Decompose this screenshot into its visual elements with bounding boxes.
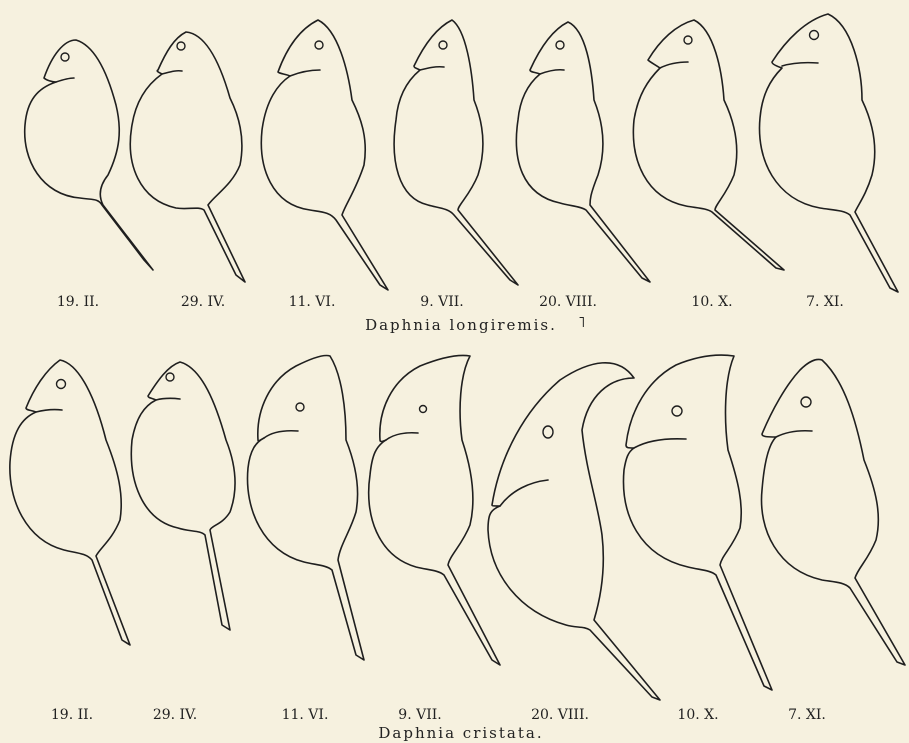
- species-label: Daphnia longiremis.: [365, 316, 557, 334]
- stray-mark: ˥: [578, 313, 587, 331]
- specimen-outline: [762, 359, 906, 665]
- date-label: 19. II.: [51, 707, 93, 723]
- date-label: 7. XI.: [806, 294, 844, 310]
- row-longiremis: 19. II. 29. IV. 11. VI. 9. VII. 20. VIII…: [25, 14, 898, 334]
- specimen-outline: [369, 355, 500, 665]
- date-label: 19. II.: [57, 294, 99, 310]
- row-cristata: 19. II. 29. IV. 11. VI. 9. VII. 20. VIII…: [10, 355, 905, 742]
- date-label: 20. VIII.: [531, 707, 589, 723]
- date-label: 7. XI.: [788, 707, 826, 723]
- date-label: 9. VII.: [420, 294, 463, 310]
- specimen-outline: [25, 40, 153, 270]
- date-label: 11. VI.: [282, 707, 329, 723]
- date-label: 9. VII.: [398, 707, 441, 723]
- specimen-outline: [10, 360, 130, 645]
- date-label: 29. IV.: [181, 294, 225, 310]
- specimen-outline: [624, 355, 772, 690]
- specimen-outline: [130, 32, 245, 282]
- date-label: 10. X.: [677, 707, 718, 723]
- specimen-outline: [760, 14, 899, 292]
- date-label: 11. VI.: [289, 294, 336, 310]
- date-label: 29. IV.: [153, 707, 197, 723]
- date-label: 10. X.: [691, 294, 732, 310]
- date-label: 20. VIII.: [539, 294, 597, 310]
- specimen-outline: [394, 20, 518, 285]
- specimen-outline: [516, 22, 650, 282]
- specimen-outline: [131, 362, 235, 630]
- specimen-outline: [261, 20, 388, 290]
- species-label: Daphnia cristata.: [378, 724, 543, 742]
- specimen-outline: [247, 355, 364, 660]
